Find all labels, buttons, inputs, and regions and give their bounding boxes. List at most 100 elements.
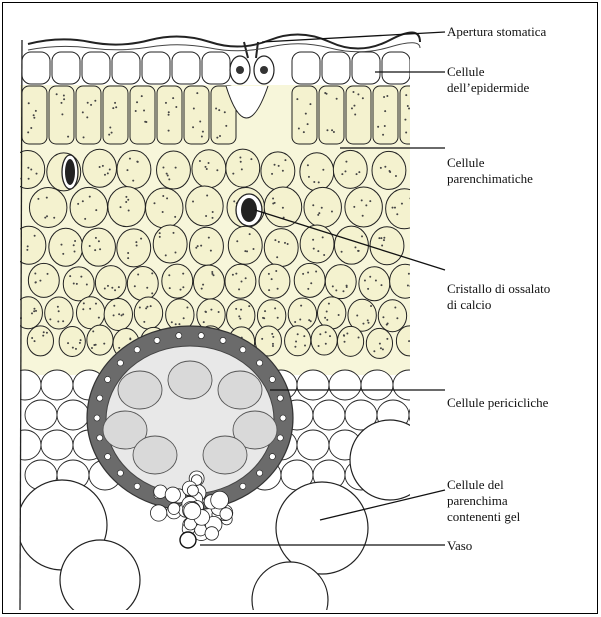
lower-parenchyma-cell [9,370,41,400]
chloroplast-dot [86,116,88,118]
sheath-pit [176,333,182,339]
chloroplast-dot [107,172,109,174]
chloroplast-dot [244,250,246,252]
chloroplast-dot [264,310,266,312]
chloroplast-dot [409,285,411,287]
calcium-oxalate-crystal [241,198,257,222]
epidermis-cell [412,52,440,84]
chloroplast-dot [342,290,344,292]
chloroplast-dot [354,246,356,248]
chloroplast-dot [394,307,396,309]
chloroplast-dot [203,321,205,323]
chloroplast-dot [104,288,106,290]
chloroplast-dot [294,346,296,348]
chloroplast-dot [295,340,297,342]
chloroplast-dot [341,173,343,175]
epidermis-cell [112,52,140,84]
chloroplast-dot [159,232,161,234]
chloroplast-dot [365,204,367,206]
parenchyma-cell [259,264,290,298]
chloroplast-dot [346,332,348,334]
chloroplast-dot [201,136,203,138]
chloroplast-dot [240,161,242,163]
chloroplast-dot [98,317,100,319]
chloroplast-dot [89,308,91,310]
chloroplast-dot [331,210,333,212]
xylem-cell [187,485,198,496]
chloroplast-dot [95,237,97,239]
chloroplast-dot [137,161,139,163]
parenchyma-cell [226,149,260,187]
epidermis-cell [292,52,320,84]
chloroplast-dot [329,335,331,337]
palisade-cell [130,86,155,144]
chloroplast-dot [386,95,388,97]
chloroplast-dot [362,323,364,325]
chloroplast-dot [91,347,93,349]
parenchyma-cell [153,225,187,263]
chloroplast-dot [238,288,240,290]
chloroplast-dot [277,317,279,319]
chloroplast-dot [408,108,410,110]
chloroplast-dot [383,237,385,239]
chloroplast-dot [268,273,270,275]
chloroplast-dot [111,132,113,134]
chloroplast-dot [317,214,319,216]
chloroplast-dot [250,158,252,160]
chloroplast-dot [125,201,127,203]
chloroplast-dot [74,240,76,242]
chloroplast-dot [382,134,384,136]
parenchyma-cell [29,188,67,228]
chloroplast-dot [128,209,130,211]
chloroplast-dot [309,103,311,105]
chloroplast-dot [35,310,37,312]
chloroplast-dot [84,218,86,220]
epidermis-cell [382,52,410,84]
chloroplast-dot [87,102,89,104]
epidermis-cell [52,52,80,84]
chloroplast-dot [200,245,202,247]
chloroplast-dot [211,271,213,273]
guard-cell-nucleus [236,66,244,74]
chloroplast-dot [129,158,131,160]
parenchyma-cell [14,297,42,329]
chloroplast-dot [417,339,419,341]
parenchyma-cell [83,149,117,187]
chloroplast-dot [136,245,138,247]
chloroplast-dot [377,126,379,128]
parenchyma-cell [359,267,390,301]
chloroplast-dot [212,217,214,219]
chloroplast-dot [353,206,355,208]
chloroplast-dot [115,106,117,108]
chloroplast-dot [205,215,207,217]
chloroplast-dot [271,278,273,280]
sheath-pit [269,376,275,382]
parenchyma-cell [337,326,363,356]
parenchyma-cell [228,226,262,264]
chloroplast-dot [396,317,398,319]
pericyclic-cell [203,436,247,474]
chloroplast-dot [210,309,212,311]
sheath-pit [134,347,140,353]
parenchyma-cell [127,266,158,300]
gel-cell [350,420,430,500]
chloroplast-dot [135,241,137,243]
chloroplast-dot [284,242,286,244]
chloroplast-dot [272,197,274,199]
chloroplast-dot [321,207,323,209]
vessel [180,532,196,548]
chloroplast-dot [352,91,354,93]
chloroplast-dot [323,254,325,256]
palisade-cell [400,86,425,144]
chloroplast-dot [73,244,75,246]
chloroplast-dot [165,254,167,256]
chloroplast-dot [172,97,174,99]
chloroplast-dot [268,289,270,291]
chloroplast-dot [150,305,152,307]
chloroplast-dot [129,337,131,339]
label-parenchyma-cells: Cellule parenchimatiche [447,155,533,187]
chloroplast-dot [412,345,414,347]
chloroplast-dot [294,321,296,323]
lower-parenchyma-cell [57,400,89,430]
chloroplast-dot [344,170,346,172]
